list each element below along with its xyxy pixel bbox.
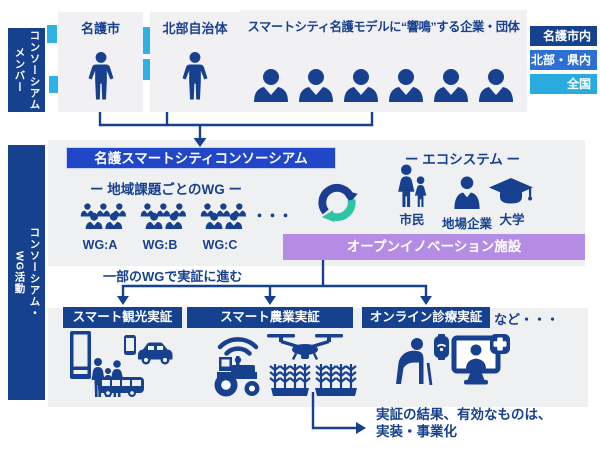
drone-icon <box>267 334 343 361</box>
open-innovation-box: オープンイノベーション施設 <box>283 234 585 260</box>
company-group <box>240 68 527 102</box>
deco-square <box>49 76 58 93</box>
smartphone-icon <box>124 335 136 355</box>
northern-municipalities-label: 北部自治体 <box>162 21 228 36</box>
smart-tourism-trial-box: スマート観光実証 <box>63 307 182 328</box>
rail-members-line1: コンソーシアム <box>28 29 41 111</box>
business-person-icon <box>476 68 516 102</box>
nago-city-label: 名護市 <box>80 21 120 36</box>
ecosystem-heading: ー エコシステム ー <box>404 152 521 167</box>
citizen-label: 市民 <box>399 213 425 227</box>
business-person-icon <box>431 68 471 102</box>
medical-cross-icon <box>490 334 510 354</box>
consortium-title-box: 名護スマートシティコンソーシアム <box>66 147 336 169</box>
deco-square <box>47 25 57 43</box>
local-company-icon <box>454 176 480 209</box>
business-person-icon <box>386 68 426 102</box>
signage-icon <box>70 331 91 379</box>
crops-icon <box>269 364 357 396</box>
tractor-icon <box>214 356 260 397</box>
smartwatch-icon <box>434 334 449 360</box>
member-box-northern-municipalities: 北部自治体 <box>150 12 240 112</box>
group-icon <box>72 202 128 232</box>
rail-activity-line2: WG活動 <box>13 250 26 295</box>
wg-to-trial-note: 一部のWGで実証に進む <box>103 269 243 284</box>
group-icon <box>132 202 188 232</box>
more-wg-dots: ・・・ <box>252 208 293 225</box>
online-medical-trial-box: オンライン診療実証 <box>362 307 490 328</box>
region-tag-northern-prefecture: 北部・県内 <box>530 50 597 70</box>
telemedicine-monitor-icon <box>451 335 501 385</box>
rail-consortium-wg-activity: コンソーシアム・ WG活動 <box>8 145 45 400</box>
business-person-icon <box>341 68 381 102</box>
trial-result-line2: 実装・事業化 <box>376 424 457 439</box>
wg-b-label: WG:B <box>142 238 178 252</box>
business-person-icon <box>251 68 291 102</box>
university-icon <box>489 178 533 204</box>
person-icon <box>86 50 116 104</box>
business-person-icon <box>296 68 336 102</box>
etc-label: など・・・ <box>494 312 560 327</box>
tourism-icons <box>70 331 173 397</box>
wg-heading: ー 地域課題ごとのWG ー <box>89 182 243 197</box>
smart-agriculture-trial-box: スマート農業実証 <box>187 307 353 328</box>
rail-activity-line1: コンソーシアム・ <box>28 226 41 319</box>
elderly-person-icon <box>396 338 433 386</box>
university-label: 大学 <box>499 213 525 227</box>
member-box-nago-city: 名護市 <box>58 12 143 112</box>
car-icon <box>138 342 173 365</box>
rail-consortium-members: コンソーシアム メンバー <box>8 28 45 112</box>
cycle-arrows-icon <box>318 184 358 223</box>
bus-icon <box>98 377 144 397</box>
rail-members-line2: メンバー <box>13 47 26 93</box>
wg-c-label: WG:C <box>202 238 238 252</box>
companies-label: スマートシティ名護モデルに“響鳴”する企業・団体 <box>247 20 520 34</box>
agriculture-icons <box>214 334 357 397</box>
group-icon <box>192 202 248 232</box>
trial-result-line1: 実証の結果、有効なものは、 <box>376 407 552 422</box>
region-tag-nationwide: 全国 <box>530 74 597 94</box>
citizen-icon <box>398 164 427 208</box>
member-box-companies: スマートシティ名護モデルに“響鳴”する企業・団体 <box>240 10 527 112</box>
region-tag-nago-city: 名護市内 <box>530 26 597 46</box>
deco-square <box>140 59 151 80</box>
medical-icons <box>396 334 510 386</box>
local-company-label: 地場企業 <box>441 217 492 231</box>
trial-result-text: 実証の結果、有効なものは、 実装・事業化 <box>376 406 566 440</box>
wg-a-label: WG:A <box>82 238 118 252</box>
person-icon <box>180 50 210 104</box>
